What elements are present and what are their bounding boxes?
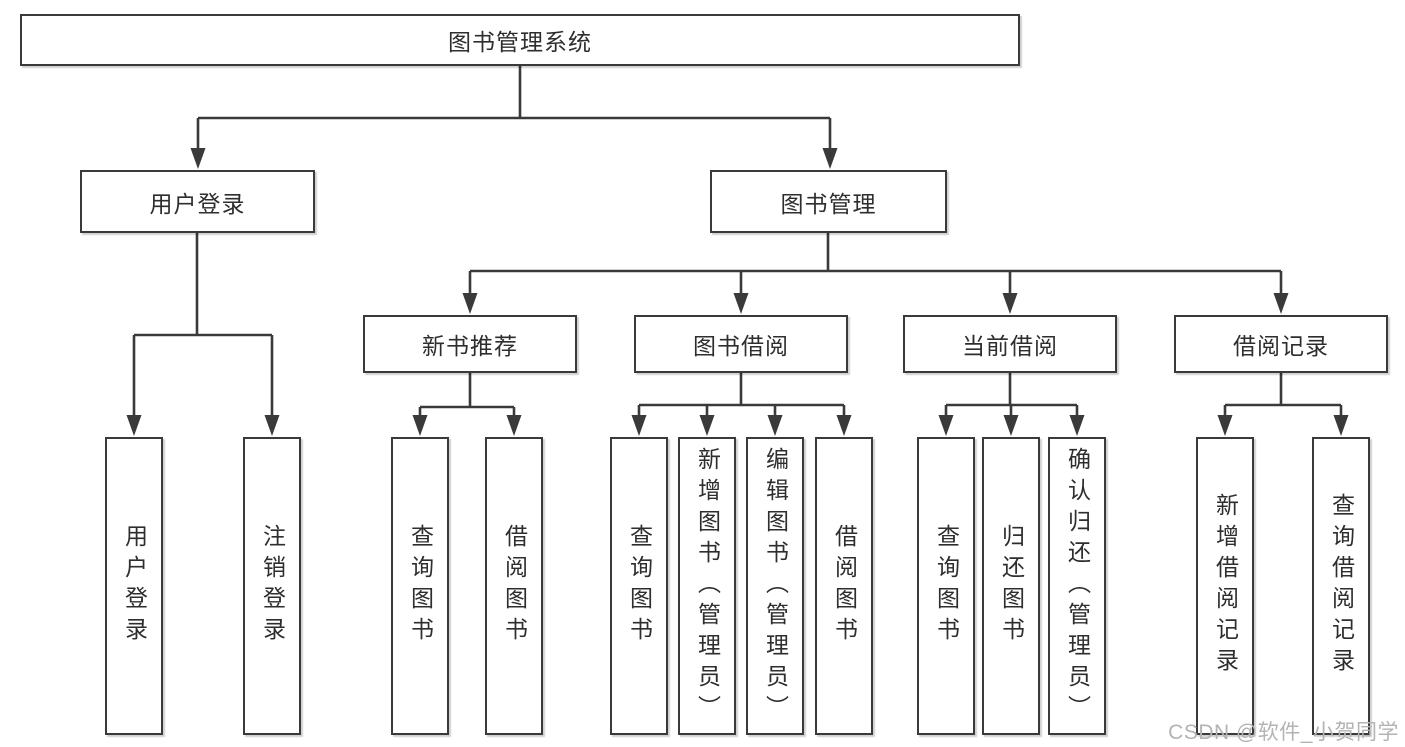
node-label: 图书管理 [780, 190, 877, 217]
leaf-label: 借阅图书 [501, 524, 528, 648]
leaf-query-books-current: 查询图书 [917, 437, 975, 735]
node-label: 图书管理系统 [448, 29, 592, 55]
leaf-label: 编辑图书（管理员） [762, 446, 789, 726]
leaf-add-book-admin: 新增图书（管理员） [678, 437, 736, 735]
leaf-borrow-books-recommend: 借阅图书 [485, 437, 543, 735]
leaf-label: 归还图书 [998, 524, 1025, 648]
leaf-label: 查询图书 [933, 524, 960, 648]
node-library-management-system: 图书管理系统 [20, 14, 1020, 66]
leaf-logout: 注销登录 [243, 437, 301, 735]
node-book-borrowing: 图书借阅 [634, 315, 848, 373]
leaf-edit-book-admin: 编辑图书（管理员） [746, 437, 804, 735]
node-label: 当前借阅 [962, 333, 1058, 359]
leaf-query-books-recommend: 查询图书 [391, 437, 449, 735]
leaf-query-borrow-record: 查询借阅记录 [1312, 437, 1370, 735]
leaf-label: 新增图书（管理员） [694, 446, 721, 726]
leaf-return-books: 归还图书 [982, 437, 1040, 735]
leaf-label: 查询图书 [626, 524, 653, 648]
leaf-label: 新增借阅记录 [1212, 493, 1239, 679]
node-current-borrowing: 当前借阅 [903, 315, 1117, 373]
leaf-query-books-borrowing: 查询图书 [610, 437, 668, 735]
leaf-label: 注销登录 [259, 524, 286, 648]
leaf-label: 借阅图书 [831, 524, 858, 648]
node-user-login: 用户登录 [80, 170, 315, 233]
leaf-label: 查询借阅记录 [1328, 493, 1355, 679]
node-label: 借阅记录 [1233, 333, 1329, 359]
leaf-user-login: 用户登录 [105, 437, 163, 735]
leaf-label: 确认归还（管理员） [1064, 446, 1091, 726]
node-label: 新书推荐 [422, 333, 518, 359]
node-new-book-recommend: 新书推荐 [363, 315, 577, 373]
leaf-label: 用户登录 [121, 524, 148, 648]
node-book-management: 图书管理 [710, 170, 947, 233]
leaf-borrow-books-borrowing: 借阅图书 [815, 437, 873, 735]
node-label: 用户登录 [149, 190, 246, 217]
node-borrow-records: 借阅记录 [1174, 315, 1388, 373]
node-label: 图书借阅 [693, 333, 789, 359]
leaf-confirm-return-admin: 确认归还（管理员） [1048, 437, 1106, 735]
leaf-add-borrow-record: 新增借阅记录 [1196, 437, 1254, 735]
leaf-label: 查询图书 [407, 524, 434, 648]
csdn-watermark: CSDN @软件_小贺同学 [1168, 721, 1399, 744]
